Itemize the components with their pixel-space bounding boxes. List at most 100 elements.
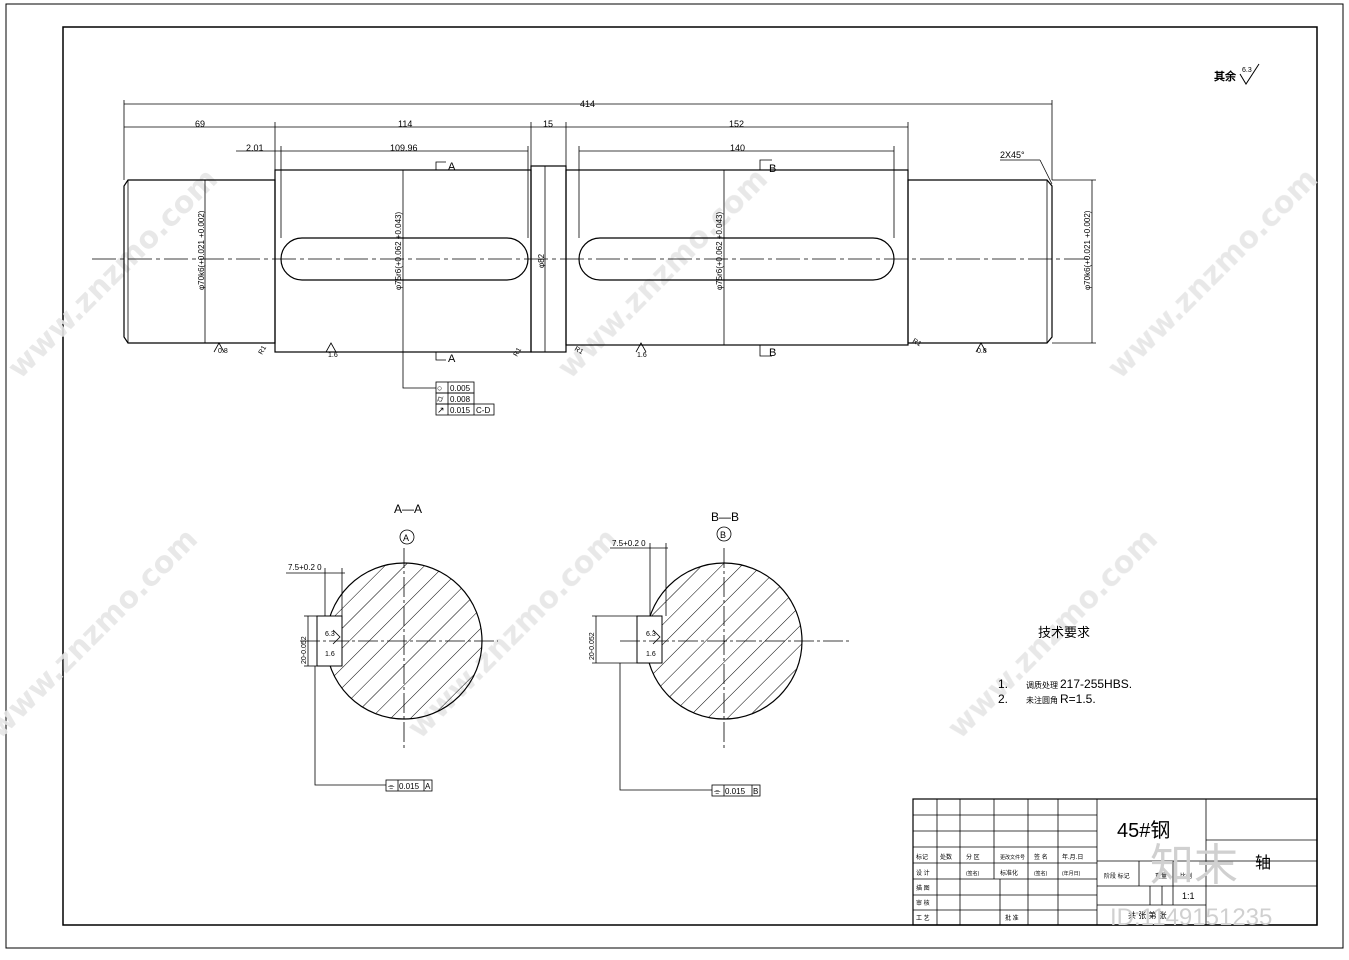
roughness-symbol-icon <box>325 342 337 353</box>
tb-cell: (签名) <box>1034 870 1048 877</box>
id-watermark: ID:1149151235 <box>1110 904 1272 931</box>
tech-req-num: 2. <box>998 692 1008 706</box>
key-depth: 20-0.052 <box>589 632 596 660</box>
watermark-text: www.znzmo.com <box>1101 162 1325 386</box>
roughness-value: 0.8 <box>977 348 987 355</box>
datum-label: A <box>403 533 409 543</box>
tb-header: 处数 <box>940 853 952 861</box>
roughness-symbol-icon <box>635 342 647 353</box>
key-width: 7.5+0.2 0 <box>288 563 322 572</box>
tech-req-label: 调质处理 <box>1026 680 1058 690</box>
tol-ref: C-D <box>476 406 490 415</box>
dim-dia-right: φ70k6(+0.021 +0.002) <box>1083 210 1092 290</box>
watermark-text: www.znzmo.com <box>1 162 225 386</box>
tb-header: 更改文件号 <box>1000 854 1025 861</box>
roughness-value: 1.6 <box>328 352 338 359</box>
tech-requirements: 技术要求 1. 调质处理 217-255HBS. 2. 未注圆角 R=1.5. <box>998 625 1132 706</box>
part-name: 轴 <box>1255 854 1271 872</box>
dimension-lines <box>123 100 1096 389</box>
tech-req-label: 未注圆角 <box>1026 695 1058 705</box>
dim-seg2: 114 <box>398 119 412 129</box>
dim-dia-mid1: φ75r6(+0.062 +0.043) <box>394 212 403 290</box>
tb-row: 描 图 <box>916 884 930 892</box>
radius-label: R1 <box>911 338 922 349</box>
roughness-value: 1.6 <box>325 651 335 658</box>
sheet-count: 共 张 第 张 <box>1128 910 1167 920</box>
tb-header: 签 名 <box>1034 853 1048 861</box>
tb-row: 设 计 <box>916 869 930 877</box>
dim-overall: 414 <box>580 99 595 109</box>
tb-row: 审 核 <box>916 899 930 907</box>
section-aa-title: A—A <box>394 502 422 516</box>
tol-value: 0.015 <box>450 406 471 415</box>
title-block <box>912 798 1318 926</box>
dim-chamfer: 2X45° <box>1000 150 1025 160</box>
roughness-symbol-icon <box>975 342 987 353</box>
tol-symbol: ⌭ <box>437 394 444 404</box>
stage-label: 比例 <box>1180 872 1192 880</box>
section-mark-b-top: B <box>769 163 776 175</box>
brand-watermark: 知末 <box>1150 841 1238 890</box>
dim-step: 2.01 <box>246 143 264 153</box>
roughness-note-value: 6.3 <box>1242 67 1252 74</box>
dim-seg1: 69 <box>195 119 205 129</box>
dim-dia-mid2: φ75r6(+0.062 +0.043) <box>715 212 724 290</box>
dim-key1: 109.96 <box>390 143 418 153</box>
section-mark-a-bottom: A <box>448 353 456 365</box>
datum-circle <box>399 529 415 545</box>
tol-ref: A <box>425 782 431 791</box>
symmetry-icon: ⌯ <box>388 782 395 791</box>
stage-label: 重量 <box>1155 872 1167 880</box>
roughness-value: 6.3 <box>325 631 335 638</box>
tol-value: 0.005 <box>450 384 471 393</box>
tech-req-value: 217-255HBS. <box>1060 677 1132 691</box>
tb-cell: (年月日) <box>1062 870 1081 877</box>
section-bb: B—B B 7.5+0.2 0 20-0.052 6.3 1.6 ⌯ 0.015… <box>589 510 850 797</box>
material-label: 45#钢 <box>1117 819 1170 842</box>
tol-value: 0.015 <box>725 787 746 796</box>
key-width: 7.5+0.2 0 <box>612 539 646 548</box>
section-bb-title: B—B <box>711 510 739 524</box>
section-mark-b-bottom: B <box>769 347 776 359</box>
tol-symbol: ○ <box>437 383 442 393</box>
tb-cell: 批 准 <box>1005 914 1019 922</box>
roughness-value: 1.6 <box>646 651 656 658</box>
watermark-text: www.znzmo.com <box>0 522 205 746</box>
tech-req-title: 技术要求 <box>1038 625 1090 640</box>
outer-border <box>5 3 1344 949</box>
tech-req-value: R=1.5. <box>1060 692 1096 706</box>
roughness-value: 6.3 <box>646 631 656 638</box>
tb-cell: (签名) <box>966 870 980 877</box>
tol-symbol: ↗ <box>437 405 445 415</box>
tolerance-frame <box>435 381 495 416</box>
scale-value: 1:1 <box>1182 891 1195 901</box>
roughness-note-label: 其余 <box>1214 69 1237 83</box>
tol-ref: B <box>753 787 758 796</box>
roughness-symbol-icon <box>1239 63 1260 85</box>
tol-value: 0.015 <box>399 782 420 791</box>
dim-dia-collar: φ82 <box>537 253 546 268</box>
symmetry-icon: ⌯ <box>714 787 721 796</box>
key-depth: 20-0.052 <box>301 636 308 664</box>
radius-label: R1 <box>513 347 524 358</box>
tech-req-num: 1. <box>998 677 1008 691</box>
dim-key2: 140 <box>730 143 745 153</box>
inner-frame <box>62 26 1318 926</box>
roughness-symbol-icon <box>213 342 225 353</box>
roughness-value: 0.8 <box>218 348 228 355</box>
tb-header: 年.月.日 <box>1062 853 1083 861</box>
radius-label: R1 <box>573 346 584 357</box>
dim-dia-left: φ70k6(+0.021 +0.002) <box>197 210 206 290</box>
tb-header: 标记 <box>916 853 928 861</box>
stage-label: 阶段 标记 <box>1104 872 1130 880</box>
dim-seg4: 152 <box>729 119 744 129</box>
tb-header: 分 区 <box>966 853 980 861</box>
radius-label: R1 <box>258 345 269 356</box>
dim-seg3: 15 <box>543 119 553 129</box>
datum-circle <box>716 526 732 542</box>
section-aa: A—A A 7.5+0.2 0 20-0.052 6.3 1.6 ⌯ 0.015… <box>286 502 498 792</box>
tb-cell: 标准化 <box>1000 869 1018 877</box>
section-mark-a-top: A <box>448 161 456 173</box>
